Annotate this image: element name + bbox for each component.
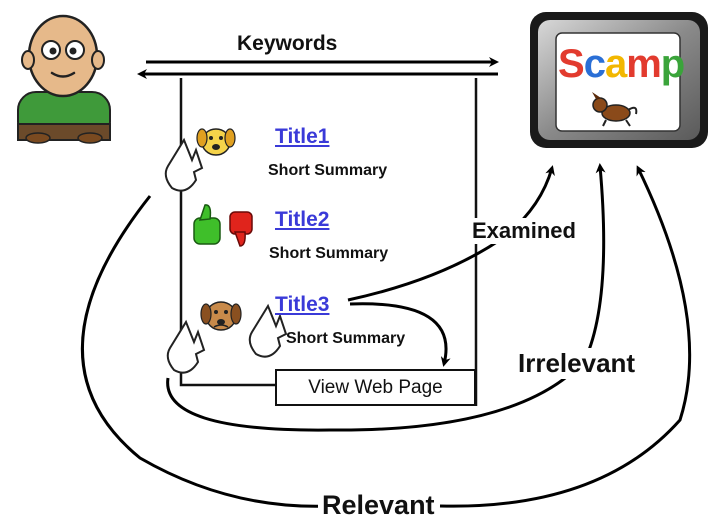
logo-letter: c xyxy=(583,42,606,86)
logo-letter: m xyxy=(626,42,662,86)
scamp-monitor xyxy=(530,12,708,148)
sad-dog-icon xyxy=(200,301,242,331)
pointing-hand-icon-2 xyxy=(166,319,206,374)
thumbs-up-icon[interactable] xyxy=(193,204,221,245)
irrelevant-label: Irrelevant xyxy=(515,348,639,379)
dog-logo-icon xyxy=(592,92,638,127)
happy-dog-icon xyxy=(196,128,236,156)
thumbs-down-icon[interactable] xyxy=(229,211,253,247)
irrelevant-arrow xyxy=(166,163,606,432)
scamp-logo-text: Scamp xyxy=(558,42,685,92)
pointing-hand-icon-3 xyxy=(248,303,288,358)
view-page-arrow xyxy=(349,302,451,367)
logo-letter: p xyxy=(660,42,685,86)
user-avatar xyxy=(17,14,111,144)
result-summary-1: Short Summary xyxy=(268,162,388,179)
logo-letter: S xyxy=(558,42,585,86)
keywords-label: Keywords xyxy=(237,32,338,55)
result-title-1[interactable]: Title1 xyxy=(275,125,330,148)
logo-letter: a xyxy=(604,42,627,86)
pointing-hand-icon-1 xyxy=(164,137,204,192)
relevant-label: Relevant xyxy=(318,490,439,521)
view-web-page-button[interactable]: View Web Page xyxy=(275,369,476,406)
result-title-3[interactable]: Title3 xyxy=(275,293,330,316)
result-title-2[interactable]: Title2 xyxy=(275,208,330,231)
examined-label: Examined xyxy=(470,218,578,244)
result-summary-3: Short Summary xyxy=(286,330,406,347)
result-summary-2: Short Summary xyxy=(269,245,389,262)
relevant-arrow xyxy=(80,168,692,508)
